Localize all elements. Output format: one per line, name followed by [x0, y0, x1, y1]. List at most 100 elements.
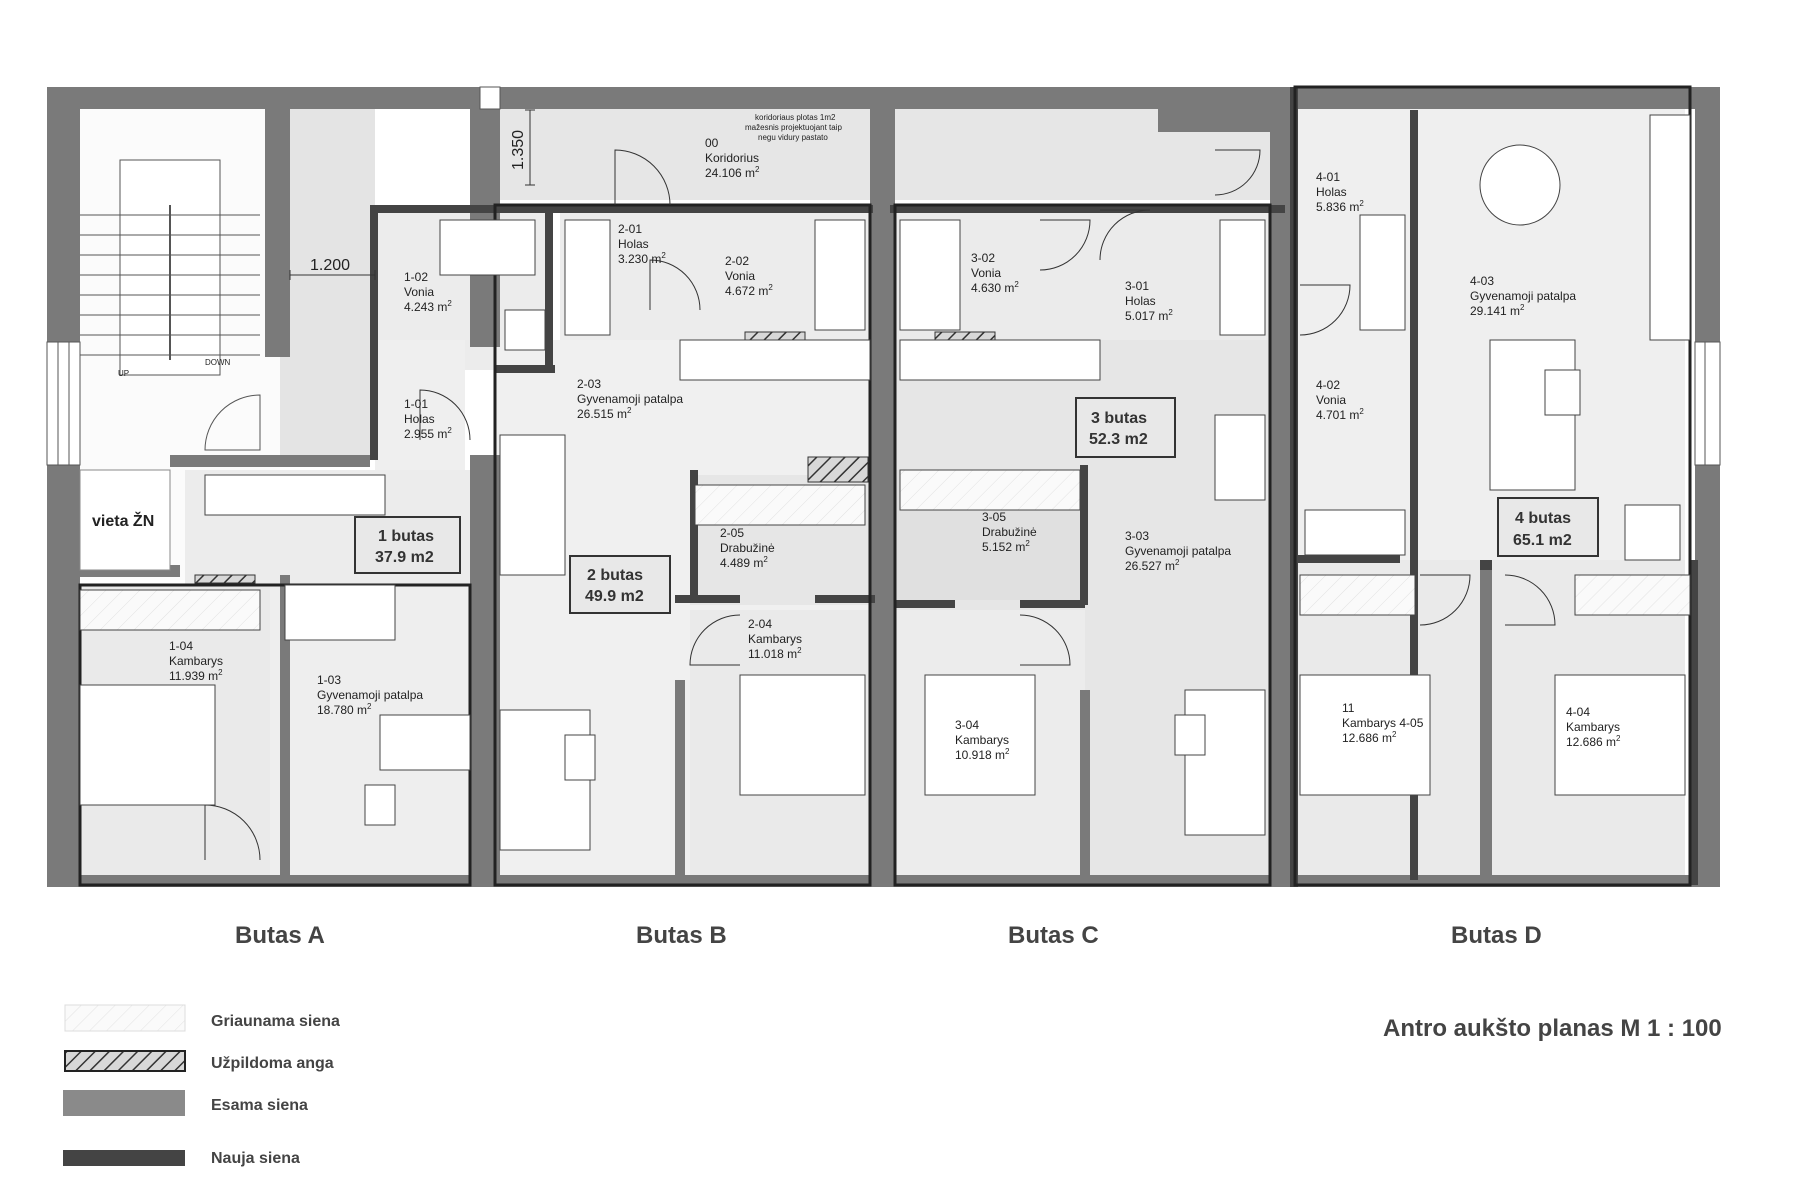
corridor-note-line: mažesnis projektuojant taip	[745, 123, 842, 132]
room-id: 2-03	[577, 377, 601, 391]
room-id: 4-04	[1566, 705, 1590, 719]
existing-wall	[1695, 87, 1720, 342]
room-id: 4-02	[1316, 378, 1340, 392]
room-name: Vonia	[971, 266, 1001, 280]
apt-box-area: 37.9 m2	[375, 549, 434, 566]
dining-table	[499, 434, 566, 576]
apt-d-outline	[1293, 85, 1692, 887]
room-name: Holas	[1125, 294, 1156, 308]
round-table	[1479, 144, 1561, 226]
window	[1694, 341, 1721, 466]
room-name: Vonia	[404, 285, 434, 299]
apt-box-title: 2 butas	[587, 567, 643, 584]
shower	[899, 219, 961, 331]
window	[46, 341, 81, 466]
apartment-area-boxes: 1 butas 37.9 m2 2 butas 49.9 m2 3 butas …	[354, 397, 1599, 614]
room-area: 29.141 m2	[1470, 303, 1525, 318]
room-id: 11	[1342, 701, 1355, 715]
kitchen-counter	[1649, 114, 1691, 341]
new-wall	[370, 205, 545, 213]
apt-box-2	[569, 555, 671, 614]
room-name: Kambarys	[955, 733, 1009, 747]
room-name: Gyvenamoji patalpa	[1470, 289, 1576, 303]
legend-swatch-existing	[63, 1090, 185, 1116]
sofa	[1184, 689, 1266, 836]
existing-wall	[265, 325, 290, 355]
apt-label-a: Butas A	[235, 922, 325, 949]
windows	[46, 86, 1721, 466]
dimension-horizontal: 1.200	[310, 257, 350, 274]
wardrobe	[564, 219, 611, 336]
dining-table	[284, 584, 396, 641]
room-name: Kambarys	[748, 632, 802, 646]
door-swing	[614, 149, 671, 206]
dimension-lines	[289, 109, 535, 280]
bed	[1299, 674, 1431, 796]
new-wall	[1480, 560, 1492, 570]
kitchen-counter	[204, 474, 386, 516]
apt-box-area: 49.9 m2	[585, 588, 644, 605]
apt-c-outline	[893, 203, 1272, 887]
apt-box-area: 65.1 m2	[1513, 532, 1572, 549]
room-area: 4.243 m2	[404, 299, 452, 314]
room-name: Kambarys	[169, 654, 223, 668]
armchair	[1624, 504, 1681, 561]
apt-box-title: 1 butas	[378, 528, 434, 545]
wc-fixtures	[439, 219, 536, 276]
room-name: Gyvenamoji patalpa	[1125, 544, 1231, 558]
room-id: 2-04	[748, 617, 772, 631]
room-id: 3-05	[982, 510, 1006, 524]
dimension-vertical: 1.350	[510, 130, 527, 170]
room-id: 1-03	[317, 673, 341, 687]
bed	[1554, 674, 1686, 796]
corridor-note-line: negu vidury pastato	[758, 133, 828, 142]
shower	[504, 309, 546, 351]
room-id: 2-05	[720, 526, 744, 540]
room-area: 4.489 m2	[720, 555, 768, 570]
parking-label: vieta ŽN	[92, 511, 154, 530]
room-id: 4-03	[1470, 274, 1494, 288]
room-area: 2.955 m2	[404, 426, 452, 441]
existing-wall	[1295, 87, 1695, 109]
legend-label: Esama siena	[211, 1097, 308, 1114]
apt-b-outline	[493, 203, 872, 887]
door-swing	[1299, 284, 1351, 336]
dining-table	[1214, 414, 1266, 501]
room-name: Holas	[404, 412, 435, 426]
new-wall	[1410, 110, 1418, 565]
new-wall	[1690, 560, 1698, 885]
room-id: 3-03	[1125, 529, 1149, 543]
wardrobe	[79, 589, 261, 631]
existing-wall	[47, 87, 80, 342]
existing-wall-block	[1158, 87, 1288, 132]
stair-down-label: DOWN	[205, 358, 231, 367]
room-area: 18.780 m2	[317, 702, 372, 717]
room-id: 4-01	[1316, 170, 1340, 184]
room-name: Kambarys 4-05	[1342, 716, 1424, 730]
apt-label-b: Butas B	[636, 922, 727, 949]
filled-opening	[807, 456, 869, 483]
new-wall	[1080, 465, 1088, 605]
door-swing	[419, 389, 471, 441]
legend-swatch-new	[63, 1150, 185, 1166]
side-table	[564, 734, 596, 781]
existing-wall	[1480, 570, 1492, 880]
room-id: 3-04	[955, 718, 979, 732]
existing-wall	[675, 680, 685, 880]
room-area: 11.939 m2	[169, 668, 223, 683]
wardrobe	[1219, 219, 1266, 336]
room-area: 11.018 m2	[748, 646, 802, 661]
new-wall	[890, 205, 1285, 213]
side-table	[1174, 714, 1206, 756]
